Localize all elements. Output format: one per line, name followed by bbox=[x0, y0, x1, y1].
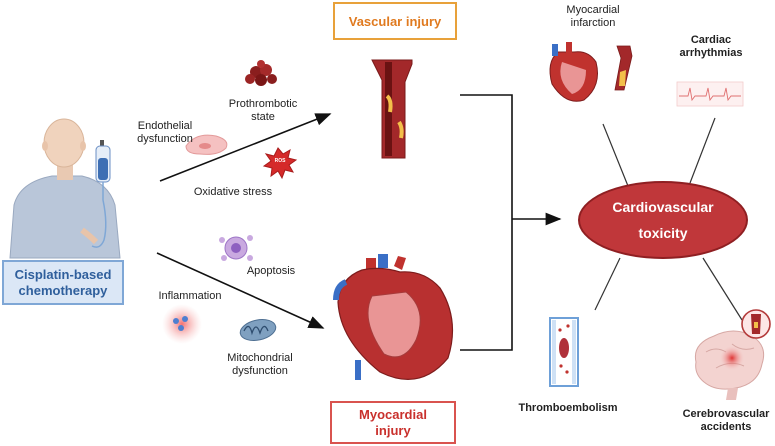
mi-heart-illustration bbox=[549, 42, 598, 102]
blood-clot-illustration bbox=[245, 60, 277, 86]
heart-illustration bbox=[333, 254, 454, 380]
thromboembolism-label: Thromboembolism bbox=[518, 402, 618, 414]
arrow-to-myocardial bbox=[156, 252, 325, 329]
toxicity-label-line2: toxicity bbox=[638, 225, 688, 241]
mito-line1: Mitochondrial bbox=[227, 352, 293, 364]
toxicity-label-line1: Cardiovascular bbox=[612, 199, 714, 215]
mi-artery-illustration bbox=[614, 45, 633, 91]
line-to-cerebro bbox=[702, 257, 743, 321]
myocardial-infarction-label: Myocardial infarction bbox=[553, 4, 633, 30]
prothrombotic-state-label: Prothrombotic state bbox=[218, 98, 308, 124]
prothrombotic-line1: Prothrombotic bbox=[228, 98, 298, 110]
patient-illustration bbox=[9, 118, 121, 259]
endothelial-line2: dysfunction bbox=[137, 133, 193, 145]
ros-burst-illustration bbox=[262, 147, 298, 180]
endothelial-line1: Endothelial bbox=[137, 120, 193, 132]
inflammation-label: Inflammation bbox=[158, 290, 222, 302]
cisplatin-box: Cisplatin-based chemotherapy bbox=[2, 260, 124, 305]
apoptotic-cell-illustration bbox=[219, 235, 253, 261]
brain-illustration bbox=[694, 330, 765, 400]
brain-vessel-inset-illustration bbox=[741, 309, 771, 339]
cereb-line2: accidents bbox=[700, 421, 752, 433]
bracket-connector bbox=[460, 94, 513, 351]
mi-line1: Myocardial bbox=[566, 4, 620, 16]
oxidative-stress-label: Oxidative stress bbox=[193, 186, 273, 198]
vessel-plaque-illustration bbox=[371, 59, 413, 159]
mito-line2: dysfunction bbox=[232, 365, 288, 377]
endothelial-cell-illustration bbox=[185, 134, 228, 155]
line-to-thrombo bbox=[594, 257, 621, 311]
endothelial-dysfunction-label: Endothelial dysfunction bbox=[120, 120, 210, 146]
cerebrovascular-accidents-label: Cerebrovascular accidents bbox=[678, 408, 774, 434]
vascular-injury-label: Vascular injury bbox=[348, 13, 442, 29]
thrombus-vessel-illustration bbox=[549, 317, 579, 387]
myocardial-injury-label-line2: injury bbox=[375, 422, 411, 438]
arr-line1: Cardiac bbox=[690, 34, 732, 46]
ecg-strip-illustration bbox=[676, 81, 744, 107]
inflammation-illustration bbox=[162, 304, 202, 344]
line-to-mi bbox=[602, 123, 629, 187]
cereb-line1: Cerebrovascular bbox=[682, 408, 770, 420]
myocardial-injury-box: Myocardial injury bbox=[330, 401, 456, 444]
prothrombotic-line2: state bbox=[251, 111, 275, 123]
cardiovascular-toxicity-ellipse: Cardiovascular toxicity bbox=[578, 181, 748, 259]
line-to-arrhythmia bbox=[689, 117, 716, 184]
cisplatin-label-line1: Cisplatin-based bbox=[14, 266, 112, 282]
ros-label: ROS bbox=[274, 158, 286, 164]
arrow-to-vascular bbox=[159, 113, 332, 182]
cardiac-arrhythmias-label: Cardiac arrhythmias bbox=[666, 34, 756, 60]
cisplatin-label-line2: chemotherapy bbox=[18, 282, 108, 298]
mitochondrial-dysfunction-label: Mitochondrial dysfunction bbox=[212, 352, 308, 378]
iv-bag-illustration bbox=[91, 140, 111, 248]
mi-line2: infarction bbox=[570, 17, 616, 29]
vascular-injury-box: Vascular injury bbox=[333, 2, 457, 40]
arr-line2: arrhythmias bbox=[679, 47, 743, 59]
mitochondrion-illustration bbox=[239, 319, 277, 341]
myocardial-injury-label-line1: Myocardial bbox=[359, 406, 427, 422]
apoptosis-label: Apoptosis bbox=[246, 265, 296, 277]
